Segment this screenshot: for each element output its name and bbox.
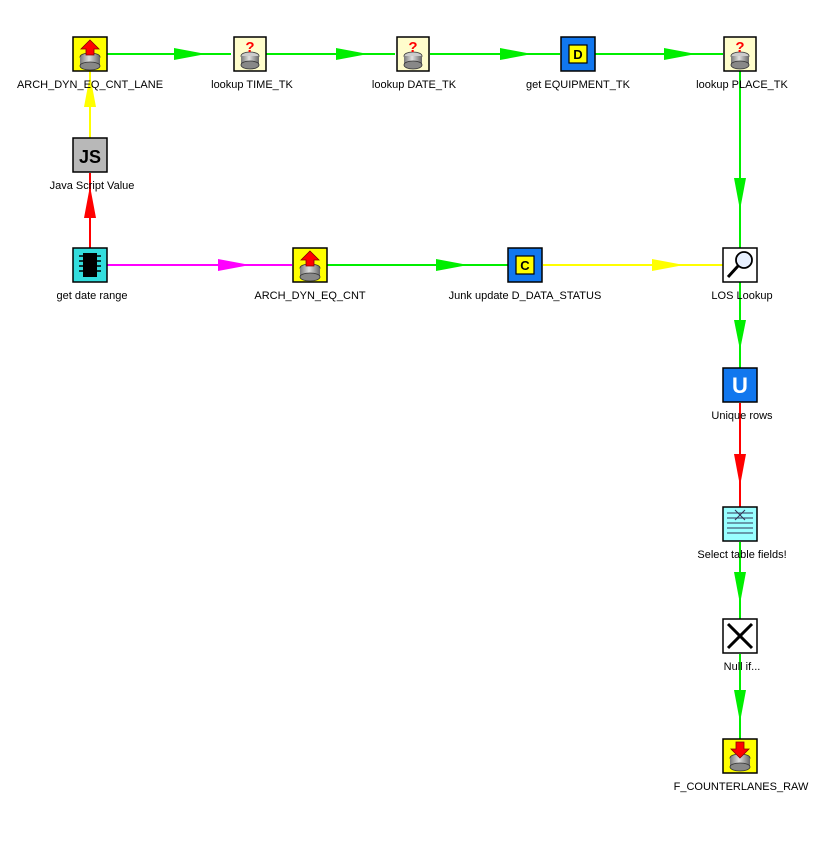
unique-rows-icon: U bbox=[722, 367, 758, 403]
step-arch-dyn-eq-cnt-lane[interactable]: ARCH_DYN_EQ_CNT_LANE bbox=[17, 36, 163, 91]
step-label: LOS Lookup bbox=[711, 290, 772, 302]
step-label: ARCH_DYN_EQ_CNT_LANE bbox=[17, 79, 163, 91]
step-label: Select table fields! bbox=[697, 549, 786, 561]
hop-lookup-place-to-los-lookup[interactable] bbox=[734, 71, 746, 248]
step-label: Unique rows bbox=[711, 410, 773, 422]
svg-text:D: D bbox=[573, 47, 582, 62]
select-values-icon bbox=[722, 506, 758, 542]
hop-unique-rows-to-select-fields[interactable] bbox=[734, 403, 746, 507]
step-lookup-time-tk[interactable]: ? lookup TIME_TK bbox=[211, 36, 294, 91]
hops bbox=[84, 48, 746, 739]
step-label: get EQUIPMENT_TK bbox=[526, 79, 631, 91]
javascript-icon: JS bbox=[72, 137, 108, 173]
step-lookup-place-tk[interactable]: ? lookup PLACE_TK bbox=[696, 36, 789, 91]
null-if-icon bbox=[722, 618, 758, 654]
step-java-script-value[interactable]: JS Java Script Value bbox=[50, 137, 135, 192]
step-get-equipment-tk[interactable]: D get EQUIPMENT_TK bbox=[526, 36, 631, 91]
stream-lookup-icon bbox=[722, 247, 758, 283]
table-input-icon bbox=[72, 36, 108, 72]
step-los-lookup[interactable]: LOS Lookup bbox=[711, 247, 773, 302]
step-label: get date range bbox=[57, 290, 128, 302]
system-info-icon bbox=[72, 247, 108, 283]
step-label: F_COUNTERLANES_RAW bbox=[674, 781, 809, 793]
hop-get-date-range-to-arch-cnt[interactable] bbox=[107, 259, 292, 271]
step-label: lookup PLACE_TK bbox=[696, 79, 788, 91]
db-lookup-icon: ? bbox=[396, 36, 430, 72]
hop-arch-cnt-to-junk-update[interactable] bbox=[327, 259, 508, 271]
svg-text:?: ? bbox=[245, 39, 254, 56]
combination-lookup-icon: C bbox=[507, 247, 543, 283]
step-label: lookup DATE_TK bbox=[372, 79, 457, 91]
table-output-icon bbox=[722, 738, 758, 774]
step-null-if[interactable]: Null if... bbox=[722, 618, 761, 673]
hop-lookup-time-to-lookup-date[interactable] bbox=[266, 48, 395, 60]
hop-get-date-range-to-javascript[interactable] bbox=[84, 173, 96, 248]
hop-javascript-to-arch-lane[interactable] bbox=[84, 71, 96, 138]
svg-text:?: ? bbox=[735, 39, 744, 56]
step-label: Junk update D_DATA_STATUS bbox=[449, 290, 602, 302]
hop-arch-lane-to-lookup-time[interactable] bbox=[107, 48, 231, 60]
svg-text:C: C bbox=[520, 258, 530, 273]
hop-select-fields-to-null-if[interactable] bbox=[734, 542, 746, 619]
step-select-table-fields[interactable]: Select table fields! bbox=[697, 506, 787, 561]
hop-junk-update-to-los-lookup[interactable] bbox=[543, 259, 723, 271]
dimension-lookup-icon: D bbox=[560, 36, 596, 72]
hop-get-equipment-to-lookup-place[interactable] bbox=[595, 48, 723, 60]
table-input-icon bbox=[292, 247, 328, 283]
step-label: Null if... bbox=[724, 661, 761, 673]
svg-text:JS: JS bbox=[79, 147, 101, 167]
svg-text:?: ? bbox=[408, 39, 417, 56]
svg-text:U: U bbox=[732, 373, 748, 398]
step-arch-dyn-eq-cnt[interactable]: ARCH_DYN_EQ_CNT bbox=[254, 247, 366, 302]
hop-null-if-to-f-counterlanes[interactable] bbox=[734, 654, 746, 739]
step-label: lookup TIME_TK bbox=[211, 79, 293, 91]
step-junk-update-d-data-status[interactable]: C Junk update D_DATA_STATUS bbox=[449, 247, 602, 302]
step-lookup-date-tk[interactable]: ? lookup DATE_TK bbox=[372, 36, 457, 91]
step-f-counterlanes-raw[interactable]: F_COUNTERLANES_RAW bbox=[674, 738, 809, 793]
hop-lookup-date-to-get-equipment[interactable] bbox=[430, 48, 560, 60]
step-label: ARCH_DYN_EQ_CNT bbox=[254, 290, 366, 302]
step-label: Java Script Value bbox=[50, 180, 135, 192]
hop-los-lookup-to-unique-rows[interactable] bbox=[734, 282, 746, 368]
step-unique-rows[interactable]: U Unique rows bbox=[711, 367, 773, 422]
db-lookup-icon: ? bbox=[233, 36, 267, 72]
step-get-date-range[interactable]: get date range bbox=[57, 247, 128, 302]
db-lookup-icon: ? bbox=[723, 36, 757, 72]
